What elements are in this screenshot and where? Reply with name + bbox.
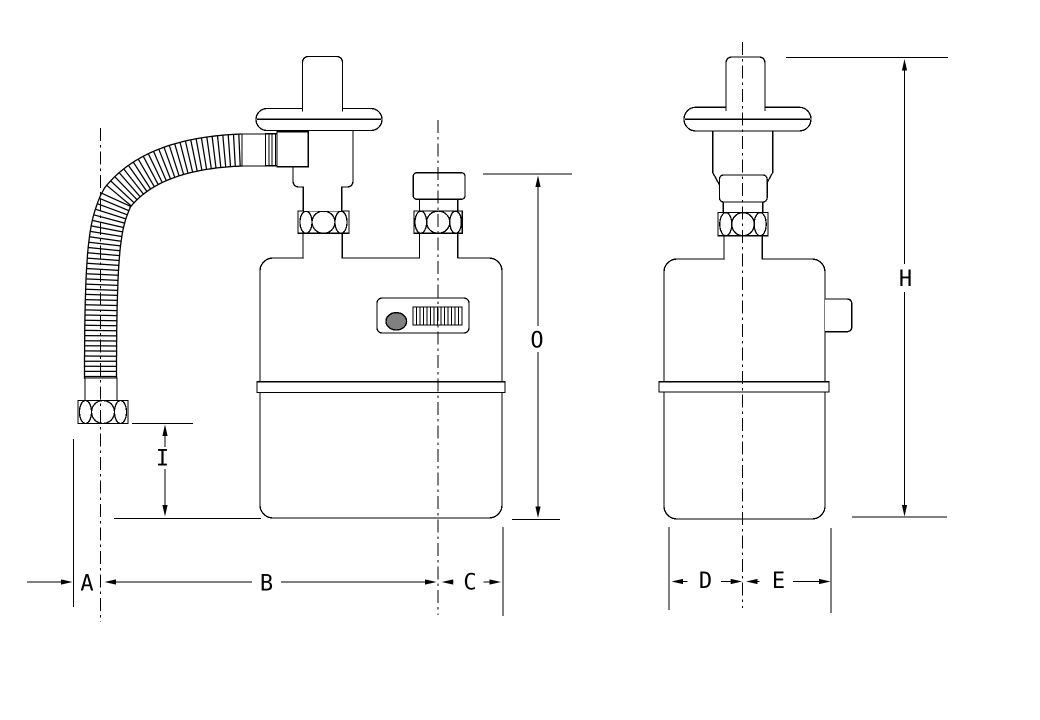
dim-label-b: B [260, 572, 273, 597]
flexible-hose [83, 133, 243, 379]
threads [268, 133, 276, 166]
dim-label-e: E [772, 569, 785, 594]
outlet-boss [276, 131, 309, 168]
regulator-pipe-lower-side [723, 235, 763, 259]
hose-hex-nut [77, 399, 129, 425]
side-tab [825, 298, 853, 333]
dim-label-d: D [699, 569, 712, 594]
hose-outline-inner [83, 133, 242, 379]
outlet-pipe-upper [418, 199, 459, 211]
front-view [77, 55, 506, 519]
outlet-pipe-lower [418, 232, 459, 258]
dim-label-i: I [156, 447, 169, 472]
centerlines [99, 42, 744, 622]
outlet-cap [412, 172, 466, 200]
regulator-pipe-mid-side [722, 202, 764, 213]
regulator-body-side [712, 131, 774, 186]
odometer-tick-marks [416, 307, 459, 325]
regulator-stem [301, 55, 344, 112]
regulator-pipe [302, 187, 343, 211]
indicator-dot [385, 311, 408, 331]
meter-seam-band [256, 381, 506, 394]
regulator-stem-side [725, 56, 766, 111]
dim-label-o: O [530, 329, 543, 354]
valve-block-side [718, 174, 768, 203]
dim-label-c: C [463, 571, 476, 596]
inlet-hex-nut [297, 210, 350, 234]
dimensions: A B C D E H I O [27, 57, 948, 616]
odometer-digits [416, 307, 459, 325]
hose-ferrule-top [241, 133, 267, 167]
side-view [658, 56, 853, 520]
dim-label-h: H [899, 267, 912, 292]
hose-corrugations [84, 134, 241, 378]
inlet-pipe-lower [302, 232, 343, 258]
dim-label-a: A [80, 572, 93, 597]
meter-seam-band-side [658, 381, 830, 393]
